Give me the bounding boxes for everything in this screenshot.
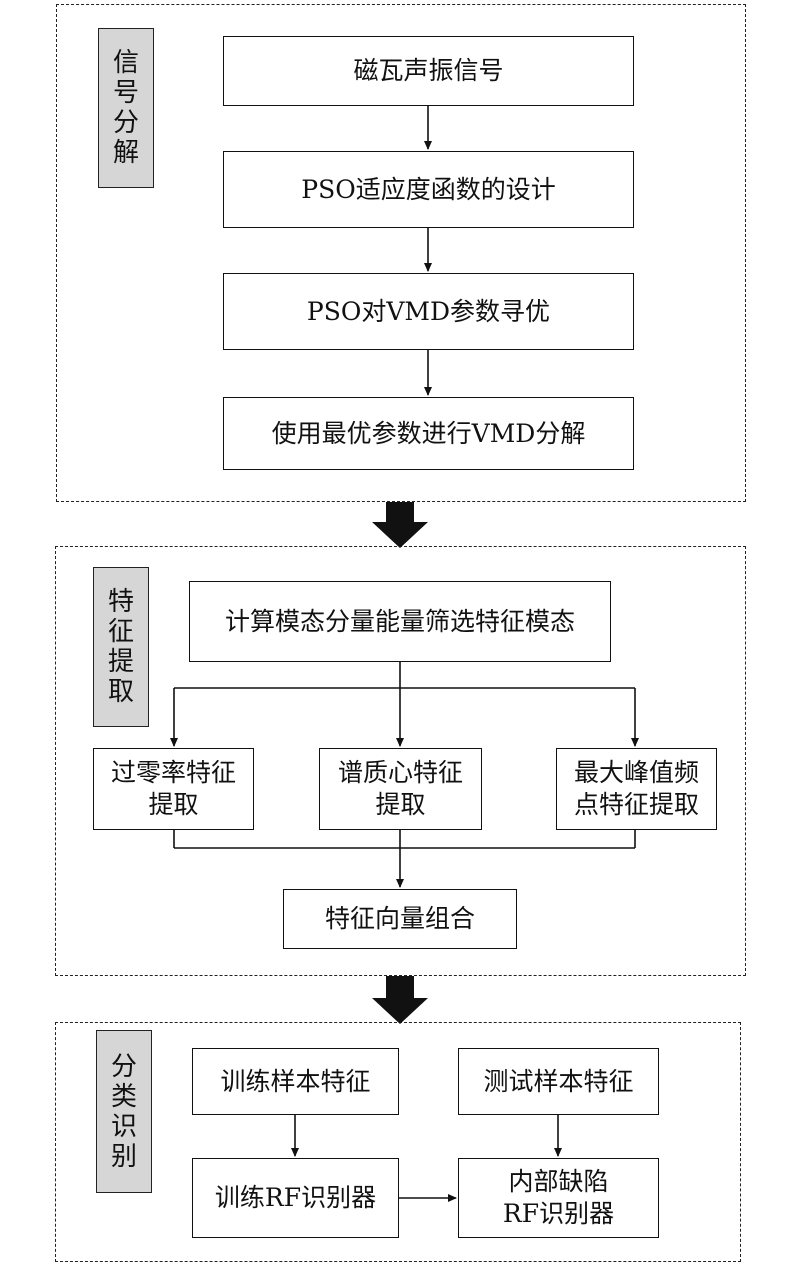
tag-char: 取: [107, 677, 134, 707]
classification-tag: 分 类 识 别: [96, 1030, 152, 1193]
tag-char: 别: [110, 1141, 137, 1172]
feature-extraction-tag: 特 征 提 取: [93, 567, 149, 727]
vmd-decomposition-box: 使用最优参数进行VMD分解: [223, 397, 634, 470]
tag-char: 特: [107, 587, 134, 617]
tag-char: 提: [107, 647, 134, 677]
internal-defect-rf-box: 内部缺陷 RF识别器: [458, 1158, 659, 1238]
tag-char: 分: [112, 108, 139, 138]
signal-decomposition-section: [56, 4, 746, 502]
max-peak-frequency-feature-box: 最大峰值频 点特征提取: [556, 748, 717, 830]
tag-char: 号: [112, 78, 139, 108]
spectral-centroid-feature-box: 谱质心特征 提取: [319, 748, 482, 830]
pso-fitness-design-box: PSO适应度函数的设计: [223, 151, 634, 228]
feature-vector-combination-box: 特征向量组合: [283, 889, 517, 949]
signal-decomposition-tag: 信 号 分 解: [98, 28, 154, 188]
zero-crossing-feature-box: 过零率特征 提取: [93, 748, 254, 830]
train-rf-classifier-box: 训练RF识别器: [192, 1158, 399, 1238]
vibration-signal-box: 磁瓦声振信号: [223, 36, 634, 106]
tag-char: 信: [112, 48, 139, 78]
training-sample-features-box: 训练样本特征: [192, 1048, 399, 1115]
tag-char: 征: [107, 617, 134, 647]
pso-vmd-optimization-box: PSO对VMD参数寻优: [223, 273, 634, 350]
tag-char: 分: [110, 1051, 137, 1082]
test-sample-features-box: 测试样本特征: [458, 1048, 659, 1115]
tag-char: 解: [112, 138, 139, 168]
tag-char: 类: [110, 1081, 137, 1112]
energy-screening-box: 计算模态分量能量筛选特征模态: [189, 581, 611, 662]
tag-char: 识: [110, 1111, 137, 1142]
block-arrow-2: [372, 976, 428, 1024]
block-arrow-1: [372, 502, 428, 548]
classification-section: [55, 1022, 741, 1262]
